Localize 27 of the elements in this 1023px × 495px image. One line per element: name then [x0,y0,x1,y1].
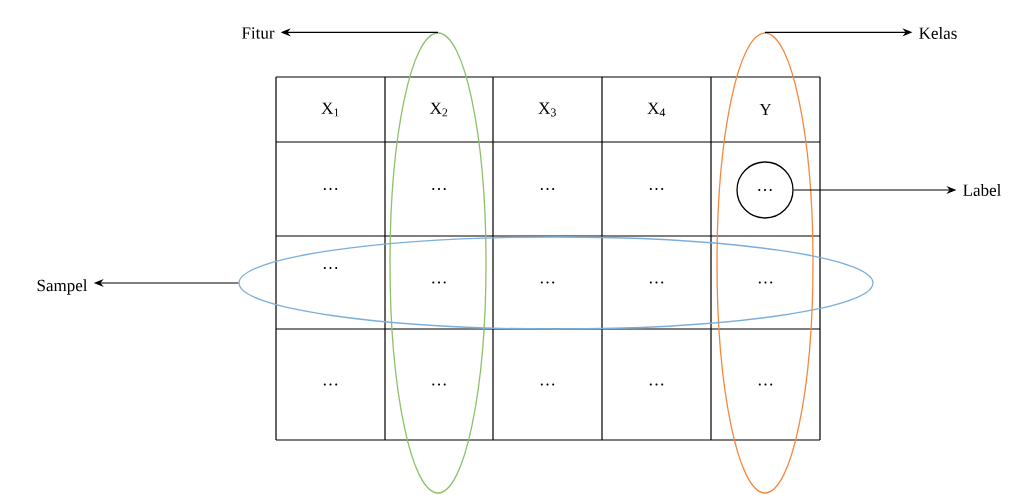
cell-text: … [649,383,664,386]
cell-text: … [649,188,664,190]
cell-text: Y [759,103,772,116]
cell-text: X$_{3}$ [538,102,556,117]
cell-text: … [323,267,338,269]
cell-text: X$_{2}$ [430,102,448,117]
cell-text: … [323,383,338,386]
cell-text: … [758,281,773,284]
cell-text: X$_{1}$ [321,102,339,117]
circled-cell-text: … [736,161,794,219]
cell-text: … [649,281,664,284]
ellipse-outline [389,32,487,494]
cell-text: … [323,188,338,190]
cell-text: … [432,188,446,190]
callout-text: Label [963,184,1001,196]
cell-text: … [432,281,446,284]
ellipse-outline [716,32,814,494]
cell-text: … [432,383,446,386]
cell-text: … [758,383,773,386]
cell-text: X$_{4}$ [647,102,666,117]
cell-text: … [540,188,555,190]
callout-text: Kelas [919,27,957,39]
cell-text: … [540,281,555,284]
callout-text: Sampel [37,279,88,295]
callout-text: Fitur [241,27,275,39]
cell-text: … [540,383,555,386]
ellipse-outline [238,236,874,330]
